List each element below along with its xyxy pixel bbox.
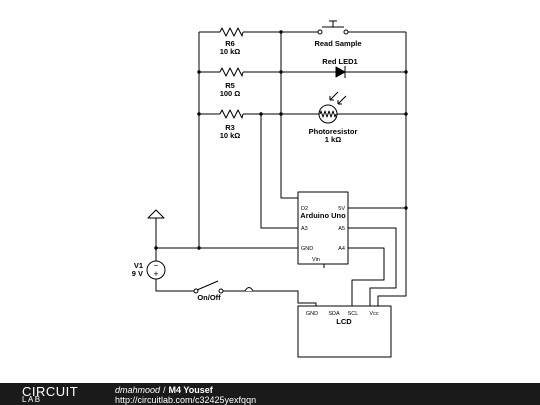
arduino-pin-a4: A4 [338,246,345,252]
circuit-title: M4 Yousef [168,385,213,395]
arduino-pin-5v: 5V [338,206,345,212]
button-label: Read Sample [314,39,361,48]
r5-value: 100 Ω [220,89,241,98]
lcd-pin-gnd: GND [306,311,318,317]
arduino-pin-d2: D2 [301,206,308,212]
ground-symbol [147,209,165,219]
battery-value: 9 V [132,269,143,278]
arduino-uno-box[interactable] [297,191,349,265]
on-off-switch-symbol[interactable] [193,280,224,294]
r6-value: 10 kΩ [220,47,241,56]
led-symbol[interactable] [335,66,346,78]
arduino-pin-a3: A3 [301,226,308,232]
circuitlab-logo[interactable]: CIRCUIT [22,384,79,399]
pushbutton-symbol[interactable] [317,20,349,35]
r3-name: R3 [225,123,235,132]
wires [155,31,407,310]
lcd-pin-sda: SDA [328,311,340,317]
resistor-r3-symbol[interactable] [219,109,244,119]
arduino-pin-a5: A5 [338,226,345,232]
junctions [154,30,408,250]
resistor-r5-symbol[interactable] [219,67,244,77]
battery-name: V1 [134,261,143,270]
resistor-r6-symbol[interactable] [219,27,244,37]
author-separator: / [163,385,166,395]
battery-minus: − [154,261,159,270]
lcd-box[interactable] [297,305,392,358]
photoresistor-name: Photoresistor [309,127,358,136]
switch-label: On/Off [197,293,221,302]
led-label: Red LED1 [322,57,357,66]
lcd-title: LCD [336,317,352,326]
photoresistor-symbol[interactable] [318,91,347,124]
photoresistor-value: 1 kΩ [325,135,341,144]
schematic: R6 10 kΩ R5 100 Ω R3 10 kΩ Read Sample R… [132,20,408,358]
arduino-pin-vin: Vin [312,257,320,263]
circuitlab-logo-subtext: LAB [22,395,42,404]
battery-symbol[interactable] [146,260,166,280]
author-link[interactable]: dmahmood [115,385,161,395]
lcd-pin-scl: SCL [348,311,359,317]
circuit-url-link[interactable]: http://circuitlab.com/c32425yexfqqn [115,395,257,405]
r3-value: 10 kΩ [220,131,241,140]
footer-bar: CIRCUIT LAB dmahmood/M4 Yousef http://ci… [0,383,540,405]
r6-name: R6 [225,39,235,48]
author-line: dmahmood/M4 Yousef [115,385,213,395]
battery-plus: + [153,269,158,279]
lcd-pin-vcc: Vcc [369,311,378,317]
arduino-pin-gnd: GND [301,246,313,252]
wire-jump [244,287,254,292]
arduino-title: Arduino Uno [300,211,346,220]
r5-name: R5 [225,81,235,90]
